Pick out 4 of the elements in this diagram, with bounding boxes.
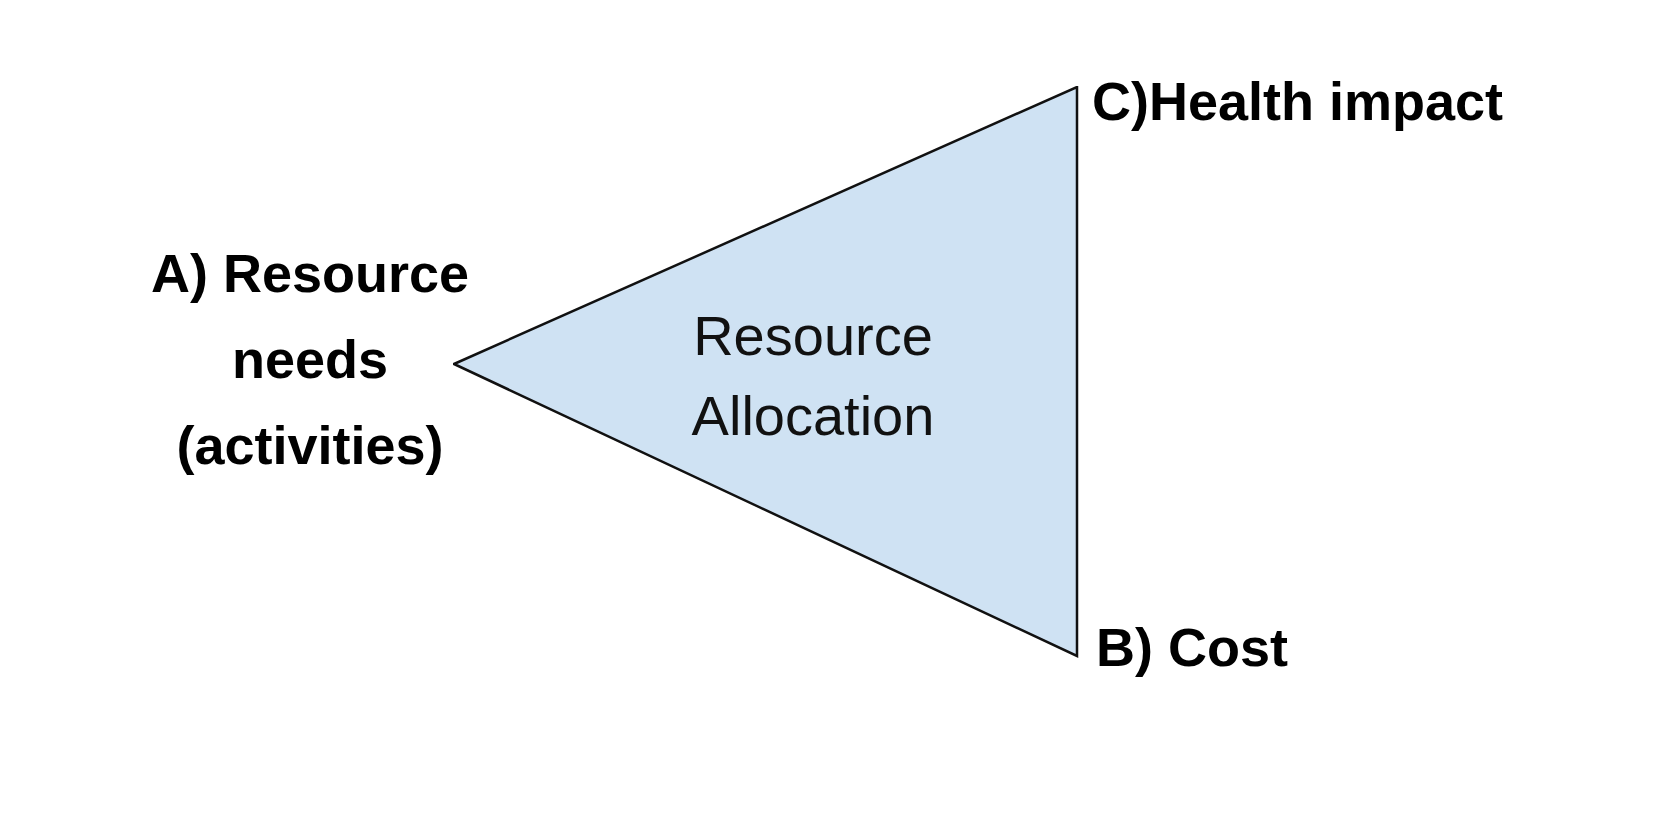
shape-label: Resource Allocation (690, 303, 936, 449)
vertex-label: A) Resource needs (activities) (149, 242, 471, 477)
vertex-label: B) Cost (1096, 616, 1289, 679)
vertex-label: C)Health impact (1092, 70, 1505, 133)
